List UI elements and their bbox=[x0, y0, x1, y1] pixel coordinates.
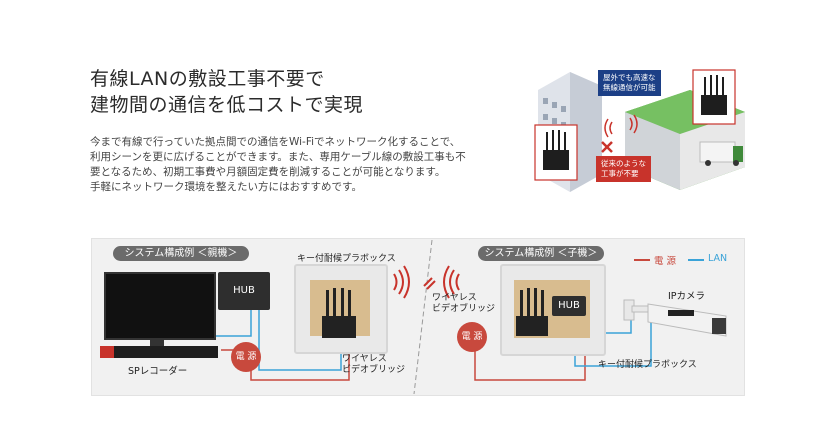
ip-camera-label: IPカメラ bbox=[668, 291, 706, 302]
legend-power-label: 電 源 bbox=[654, 256, 677, 267]
hub-left-label: HUB bbox=[233, 285, 255, 296]
antenna-icon bbox=[520, 290, 523, 318]
power-source-right: 電 源 bbox=[457, 322, 487, 352]
weatherproof-box-right: HUB bbox=[500, 264, 606, 356]
antenna-icon bbox=[333, 288, 336, 318]
headline-line-1: 有線LANの敷設工事不要で bbox=[90, 68, 325, 90]
legend-lan-line bbox=[688, 259, 704, 261]
hub-left: HUB bbox=[218, 272, 270, 310]
headline: 有線LANの敷設工事不要で 建物間の通信を低コストで実現 bbox=[90, 66, 363, 118]
child-config-title: システム構成例 ＜子機＞ bbox=[478, 246, 604, 261]
monitor-stand-icon bbox=[150, 338, 164, 346]
sp-recorder-icon bbox=[100, 346, 218, 358]
sp-recorder-label: SPレコーダー bbox=[128, 366, 188, 377]
wireless-bridge-right-label: ワイヤレス ビデオブリッジ bbox=[432, 293, 495, 315]
power-source-left-label: 電 源 bbox=[235, 352, 257, 362]
antenna-icon bbox=[341, 288, 344, 318]
antenna-icon bbox=[348, 290, 351, 318]
callout-no-construction-line-2: 工事が不要 bbox=[601, 169, 639, 178]
hub-right-label: HUB bbox=[558, 300, 580, 311]
wireless-bridge-left-label: ワイヤレス ビデオブリッジ bbox=[342, 354, 405, 376]
description: 今まで有線で行っていた拠点間での通信をWi-Fiでネットワーク化することで、 利… bbox=[90, 135, 490, 195]
legend-lan-label: LAN bbox=[708, 253, 728, 264]
power-source-left: 電 源 bbox=[231, 342, 261, 372]
wireless-bridge-left-icon bbox=[322, 316, 356, 338]
headline-line-2: 建物間の通信を低コストで実現 bbox=[90, 94, 364, 116]
ip-camera-icon bbox=[623, 299, 727, 337]
legend-power-line bbox=[634, 259, 650, 261]
callout-outdoor-wireless: 屋外でも高速な 無線通信が可能 bbox=[598, 70, 661, 96]
antenna-icon bbox=[527, 288, 530, 318]
description-line-2: 利用シーンを更に広げることができます。また、専用ケーブル線の敷設工事も不 bbox=[90, 151, 466, 163]
weatherproof-box-left bbox=[294, 264, 388, 354]
monitor-icon bbox=[104, 272, 216, 340]
antenna-icon bbox=[541, 290, 544, 318]
wireless-bridge-left-label-line-1: ワイヤレス bbox=[342, 354, 387, 364]
antenna-icon bbox=[534, 288, 537, 318]
description-line-1: 今まで有線で行っていた拠点間での通信をWi-Fiでネットワーク化することで、 bbox=[90, 136, 461, 148]
power-source-right-label: 電 源 bbox=[461, 332, 483, 342]
callout-no-construction-line-1: 従来のような bbox=[601, 159, 646, 168]
antenna-icon bbox=[326, 290, 329, 318]
wireless-bridge-right-label-line-2: ビデオブリッジ bbox=[432, 304, 496, 314]
parent-config-title: システム構成例 ＜親機＞ bbox=[113, 246, 249, 261]
weatherproof-box-left-label: キー付耐候プラボックス bbox=[297, 254, 396, 264]
callout-no-construction: 従来のような 工事が不要 bbox=[596, 156, 651, 182]
diagram-divider bbox=[413, 240, 433, 394]
wireless-bridge-right-icon bbox=[516, 316, 548, 336]
callout-outdoor-line-1: 屋外でも高速な bbox=[603, 73, 656, 82]
weatherproof-box-right-label: キー付耐候プラボックス bbox=[598, 360, 697, 370]
hub-right: HUB bbox=[552, 296, 586, 316]
wireless-bridge-right-label-line-1: ワイヤレス bbox=[432, 293, 477, 303]
building-illustration bbox=[534, 69, 745, 192]
description-line-3: 要となるため、初期工事費や月額固定費を削減することが可能となります。 bbox=[90, 166, 446, 178]
wireless-bridge-left-label-line-2: ビデオブリッジ bbox=[342, 365, 406, 375]
description-line-4: 手軽にネットワーク環境を整えたい方にはおすすめです。 bbox=[90, 181, 362, 193]
callout-outdoor-line-2: 無線通信が可能 bbox=[603, 83, 656, 92]
